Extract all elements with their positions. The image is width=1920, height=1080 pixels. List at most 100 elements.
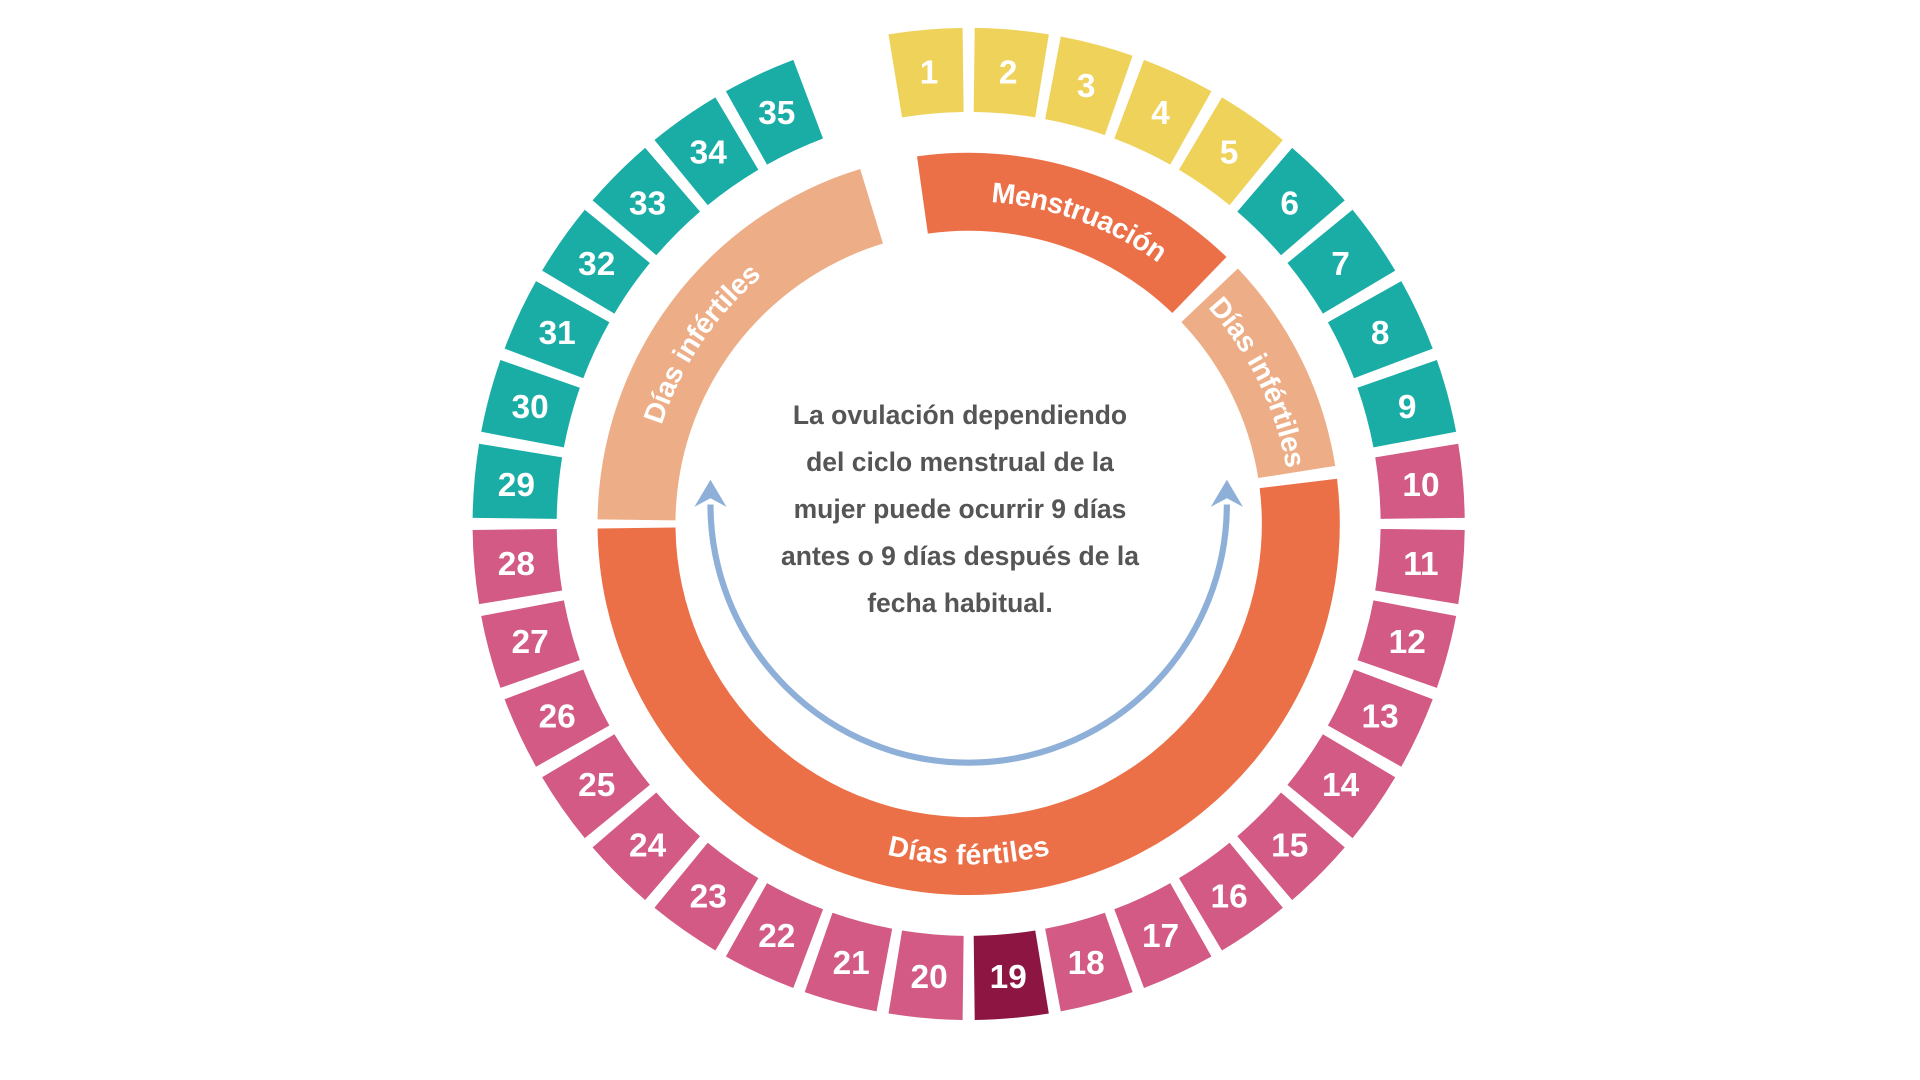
day-box bbox=[592, 147, 701, 256]
day-segment-15: 15 bbox=[1237, 792, 1345, 901]
day-number: 27 bbox=[512, 624, 549, 661]
day-box bbox=[1375, 443, 1465, 519]
day-box bbox=[472, 443, 563, 519]
day-box bbox=[1357, 600, 1457, 688]
day-segment-27: 27 bbox=[481, 600, 580, 688]
center-text-line: del ciclo menstrual de la bbox=[806, 447, 1114, 477]
day-box bbox=[1375, 528, 1465, 605]
day-box bbox=[888, 27, 964, 118]
day-segment-20: 20 bbox=[888, 930, 964, 1020]
day-box bbox=[973, 27, 1049, 118]
phase-band bbox=[597, 478, 1340, 896]
day-number: 35 bbox=[758, 95, 795, 132]
day-number: 15 bbox=[1271, 828, 1308, 865]
day-number: 2 bbox=[999, 54, 1018, 91]
day-number: 16 bbox=[1211, 879, 1248, 916]
arrow-arc bbox=[707, 504, 1230, 766]
day-box bbox=[481, 359, 580, 448]
day-segment-6: 6 bbox=[1237, 147, 1345, 256]
day-number: 8 bbox=[1371, 315, 1390, 352]
day-box bbox=[1045, 912, 1133, 1012]
day-segment-11: 11 bbox=[1375, 528, 1465, 605]
day-number: 1 bbox=[920, 54, 939, 91]
day-segment-22: 22 bbox=[725, 883, 824, 988]
day-box bbox=[504, 281, 610, 379]
center-description: La ovulación dependiendo del ciclo menst… bbox=[750, 392, 1170, 627]
day-box bbox=[504, 669, 610, 767]
day-number: 5 bbox=[1220, 135, 1239, 172]
day-number: 12 bbox=[1389, 624, 1426, 661]
day-number: 17 bbox=[1142, 918, 1179, 955]
center-text-line: antes o 9 días después de la bbox=[781, 541, 1139, 571]
day-number: 28 bbox=[498, 546, 535, 583]
day-number: 18 bbox=[1068, 945, 1105, 982]
arrowhead-icon bbox=[1210, 479, 1243, 507]
day-segment-34: 34 bbox=[654, 97, 759, 206]
day-box bbox=[472, 528, 563, 605]
day-segment-24: 24 bbox=[592, 792, 701, 901]
day-box bbox=[1114, 59, 1212, 165]
day-box bbox=[481, 600, 580, 688]
day-box bbox=[1237, 792, 1345, 901]
day-segment-5: 5 bbox=[1178, 97, 1283, 206]
day-box bbox=[1327, 281, 1433, 379]
day-segment-13: 13 bbox=[1327, 669, 1433, 767]
day-box bbox=[654, 842, 759, 951]
day-box bbox=[592, 792, 701, 901]
day-segment-21: 21 bbox=[804, 912, 893, 1012]
day-segment-32: 32 bbox=[542, 209, 650, 314]
ovulation-range-arrow bbox=[694, 479, 1243, 766]
day-number: 11 bbox=[1403, 546, 1438, 583]
day-number: 24 bbox=[629, 828, 667, 865]
day-segment-31: 31 bbox=[504, 281, 610, 379]
day-number: 34 bbox=[690, 135, 728, 172]
day-segment-25: 25 bbox=[542, 734, 650, 839]
phase-menstruation: Menstruación bbox=[917, 152, 1227, 314]
arrowhead-icon bbox=[694, 479, 727, 507]
day-number: 3 bbox=[1077, 68, 1096, 105]
day-number: 30 bbox=[512, 389, 549, 426]
day-segment-17: 17 bbox=[1114, 883, 1212, 988]
day-number: 7 bbox=[1331, 246, 1350, 283]
center-text-line: La ovulación dependiendo bbox=[792, 400, 1128, 430]
day-number: 32 bbox=[578, 246, 615, 283]
day-box bbox=[1178, 97, 1283, 206]
phase-band bbox=[917, 152, 1227, 314]
day-box bbox=[1178, 842, 1283, 951]
phase-infertile-right: Días infértiles bbox=[1181, 268, 1336, 479]
day-box bbox=[725, 883, 824, 988]
day-segment-10: 10 bbox=[1375, 443, 1465, 519]
day-box bbox=[725, 59, 824, 165]
day-number: 19 bbox=[990, 959, 1027, 996]
day-box bbox=[1045, 36, 1133, 136]
day-box bbox=[973, 930, 1049, 1020]
day-segment-4: 4 bbox=[1114, 59, 1212, 165]
phase-band bbox=[597, 169, 883, 521]
day-segment-28: 28 bbox=[472, 528, 563, 605]
day-segment-33: 33 bbox=[592, 147, 701, 256]
day-box bbox=[654, 97, 759, 206]
day-segment-12: 12 bbox=[1357, 600, 1457, 688]
day-number: 23 bbox=[690, 879, 727, 916]
day-box bbox=[1114, 883, 1212, 988]
day-box bbox=[1287, 209, 1396, 314]
day-number: 22 bbox=[758, 918, 795, 955]
phase-band bbox=[1181, 268, 1336, 479]
day-segment-23: 23 bbox=[654, 842, 759, 951]
day-number: 20 bbox=[911, 959, 948, 996]
day-segment-9: 9 bbox=[1357, 359, 1457, 448]
day-number: 21 bbox=[833, 945, 870, 982]
day-number: 10 bbox=[1402, 467, 1439, 504]
day-segment-18: 18 bbox=[1045, 912, 1133, 1012]
center-text-line: mujer puede ocurrir 9 días bbox=[793, 494, 1127, 524]
day-number: 26 bbox=[539, 699, 576, 736]
day-segment-35: 35 bbox=[725, 59, 824, 165]
day-segment-14: 14 bbox=[1287, 734, 1396, 839]
day-box bbox=[804, 912, 893, 1012]
day-number: 13 bbox=[1362, 699, 1399, 736]
day-segment-30: 30 bbox=[481, 359, 580, 448]
day-number: 29 bbox=[498, 467, 535, 504]
day-number: 9 bbox=[1398, 389, 1417, 426]
